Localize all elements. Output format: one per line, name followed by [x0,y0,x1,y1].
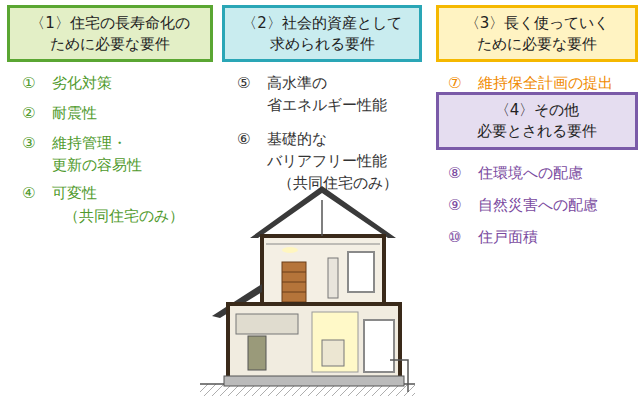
header-text: 〈4〉その他 必要とされる要件 [462,100,612,142]
item-number: ⑦ [448,72,461,94]
lower-floor [228,304,400,378]
item-number: ⑨ [448,194,461,216]
requirement-item: 基礎的な バリアフリー性能 [267,128,412,172]
entrance [364,320,394,372]
item-number: ③ [22,132,35,154]
requirement-item: 維持管理・ 更新の容易性 [52,132,182,176]
requirement-item: 劣化対策 [52,72,202,94]
requirement-header: 〈4〉その他 必要とされる要件 [436,92,638,150]
chest [282,262,306,302]
pipe [390,360,408,392]
foundation [224,376,404,386]
upper-roof [250,186,396,238]
kitchen-shelf [236,314,298,334]
requirement-header: 〈2〉社会的資産として 求められる要件 [222,5,422,62]
lamp [282,247,298,253]
room-light [312,312,358,372]
requirement-header: 〈1〉住宅の長寿命化の ために必要な要件 [7,5,213,62]
requirement-item: 可変性 [52,182,202,204]
item-number: ⑤ [237,72,250,94]
header-text: 〈2〉社会的資産として 求められる要件 [230,13,415,55]
ceiling [266,244,380,245]
upper-floor [262,236,384,304]
requirement-item: 維持保全計画の提出 [478,72,638,94]
sink [328,258,338,298]
door [248,336,266,370]
requirement-item: （共同住宅のみ） [64,205,224,227]
roof-post [321,200,323,236]
requirement-item: 高水準の 省エネルギー性能 [267,72,407,116]
item-number: ② [22,102,35,124]
requirement-item: 住環境への配慮 [478,162,628,184]
requirement-item: 耐震性 [52,102,202,124]
requirement-item: 住戸面積 [478,226,628,248]
header-text: 〈3〉長く使っていく ために必要な要件 [447,13,627,55]
header-text: 〈1〉住宅の長寿命化の ために必要な要件 [20,13,200,55]
requirement-header: 〈3〉長く使っていく ために必要な要件 [436,5,638,62]
window [348,252,374,292]
item-number: ① [22,72,35,94]
item-number: ⑧ [448,162,461,184]
toilet [322,340,344,366]
item-number: ④ [22,182,35,204]
requirement-item: 自然災害への配慮 [478,194,628,216]
item-number: ⑩ [448,226,461,248]
requirement-item: （共同住宅のみ） [278,172,428,194]
item-number: ⑥ [237,128,250,150]
